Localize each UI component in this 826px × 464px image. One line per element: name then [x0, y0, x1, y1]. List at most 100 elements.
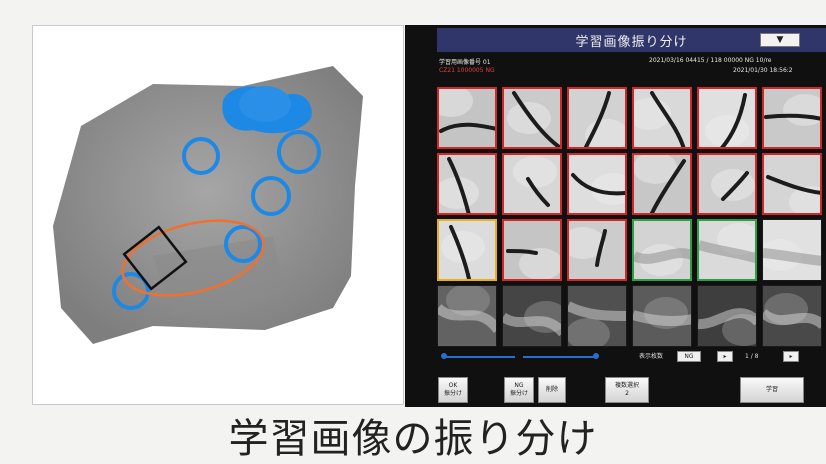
- thumbnail-texture: [439, 177, 479, 209]
- ok-assign-button[interactable]: OK 振分け: [438, 377, 468, 403]
- defect-streak: [449, 225, 471, 279]
- defect-streak: [764, 113, 820, 121]
- thumbnail-image: [763, 220, 821, 280]
- thumbnail-tile[interactable]: [567, 153, 627, 215]
- thumbnail-texture-band: [438, 303, 496, 334]
- thumbnail-tile[interactable]: [502, 153, 562, 215]
- defect-streak: [721, 171, 749, 201]
- thumbnail-texture: [568, 318, 610, 346]
- thumbnail-tile[interactable]: [502, 285, 562, 347]
- slider-gap: [515, 355, 523, 359]
- thumbnail-tile[interactable]: [762, 285, 822, 347]
- thumbnail-texture-band: [699, 240, 755, 264]
- thumbnail-image: [504, 155, 560, 213]
- thumbnail-image: [439, 221, 495, 279]
- slider-handle-right[interactable]: [593, 353, 599, 359]
- thumbnail-tile[interactable]: [502, 219, 562, 281]
- slider-handle-left[interactable]: [441, 353, 447, 359]
- ng-assign-button[interactable]: NG 振分け: [504, 377, 534, 403]
- title-bar: 学習画像振り分け ▼: [437, 28, 826, 52]
- defect-streak: [506, 249, 538, 255]
- thumbnail-tile[interactable]: [762, 87, 822, 149]
- thumbnail-texture: [519, 248, 560, 279]
- thumbnail-texture-band: [568, 301, 626, 321]
- thumbnail-image: [568, 286, 626, 346]
- blue-marker-circle: [251, 176, 291, 216]
- blue-marker-circle: [277, 130, 321, 174]
- thumbnail-image: [699, 89, 755, 147]
- defect-streak: [512, 91, 560, 147]
- defect-streak: [447, 157, 471, 213]
- thumbnail-texture: [722, 314, 756, 346]
- thumbnail-image: [504, 221, 560, 279]
- thumbnail-image: [764, 89, 820, 147]
- caption: 学習画像の振り分け: [228, 416, 598, 462]
- defect-streak: [720, 93, 747, 147]
- defect-streak: [766, 175, 820, 195]
- thumbnail-background: [503, 286, 561, 346]
- thumbnail-texture-band: [763, 248, 821, 266]
- thumbnail-texture: [513, 156, 557, 188]
- last-page-button[interactable]: ▸: [783, 351, 799, 362]
- thumbnail-image: [569, 221, 625, 279]
- thumbnail-grid: [437, 87, 826, 349]
- next-page-button[interactable]: ▸: [717, 351, 733, 362]
- delete-button[interactable]: 削除: [538, 377, 566, 403]
- learn-button[interactable]: 学習: [740, 377, 804, 403]
- timestamp-1: 2021/03/16 04415 / 118 00000 NG 10/re: [649, 57, 772, 64]
- thumbnail-tile[interactable]: [632, 219, 692, 281]
- image-number-label: 学習用画像番号 01: [439, 59, 491, 66]
- display-count-select[interactable]: NG: [677, 351, 701, 362]
- thumbnail-tile[interactable]: [632, 153, 692, 215]
- thumbnail-tile[interactable]: [762, 219, 822, 281]
- thumbnail-image: [699, 221, 755, 279]
- inspection-image-panel: [32, 25, 404, 405]
- thumbnail-tile[interactable]: [762, 153, 822, 215]
- thumbnail-tile[interactable]: [437, 285, 497, 347]
- defect-streak: [526, 177, 550, 207]
- thumbnail-texture: [439, 89, 473, 117]
- thumbnail-tile[interactable]: [437, 153, 497, 215]
- thumbnail-tile[interactable]: [632, 285, 692, 347]
- thumbnail-texture-band: [633, 310, 691, 327]
- display-count-label: 表示枚数: [639, 353, 664, 360]
- thumbnail-tile[interactable]: [437, 87, 497, 149]
- thumbnail-image: [439, 89, 495, 147]
- thumbnail-texture-band: [503, 312, 561, 337]
- thumbnail-tile[interactable]: [697, 153, 757, 215]
- app-window: 学習画像振り分け ▼ 学習用画像番号 01 2021/03/16 04415 /…: [405, 25, 826, 407]
- thumbnail-tile[interactable]: [437, 219, 497, 281]
- thumbnail-tile[interactable]: [697, 87, 757, 149]
- thumbnail-image: [764, 155, 820, 213]
- thumbnail-image: [763, 286, 821, 346]
- thumbnail-tile[interactable]: [697, 285, 757, 347]
- range-slider[interactable]: [441, 353, 599, 359]
- multi-select-button[interactable]: 複数選択 2: [605, 377, 649, 403]
- inspection-image: [53, 66, 363, 344]
- thumbnail-tile[interactable]: [567, 87, 627, 149]
- thumbnail-tile[interactable]: [632, 87, 692, 149]
- thumbnail-tile[interactable]: [567, 285, 627, 347]
- orange-marker-ellipse: [121, 219, 265, 297]
- timestamp-2: 2021/01/30 18:56:2: [733, 67, 793, 74]
- thumbnail-texture-band: [763, 308, 821, 330]
- blue-defect-blob-2: [239, 86, 291, 122]
- thumbnail-image: [503, 286, 561, 346]
- defect-streak: [650, 91, 686, 147]
- thumbnail-tile[interactable]: [697, 219, 757, 281]
- blue-marker-circle: [182, 137, 220, 175]
- thumbnail-image: [439, 155, 495, 213]
- thumbnail-texture: [441, 231, 485, 263]
- page-indicator: 1 / 8: [745, 353, 759, 360]
- dropdown-button[interactable]: ▼: [760, 33, 800, 47]
- thumbnail-tile[interactable]: [502, 87, 562, 149]
- blue-marker-circle: [112, 272, 150, 310]
- thumbnail-texture: [634, 155, 677, 184]
- thumbnail-image: [699, 155, 755, 213]
- thumbnail-texture-band: [698, 308, 756, 330]
- thumbnail-tile[interactable]: [567, 219, 627, 281]
- thumbnail-texture: [591, 173, 625, 205]
- blue-marker-circle: [224, 225, 262, 263]
- thumbnail-image: [569, 89, 625, 147]
- defect-streak: [650, 159, 686, 213]
